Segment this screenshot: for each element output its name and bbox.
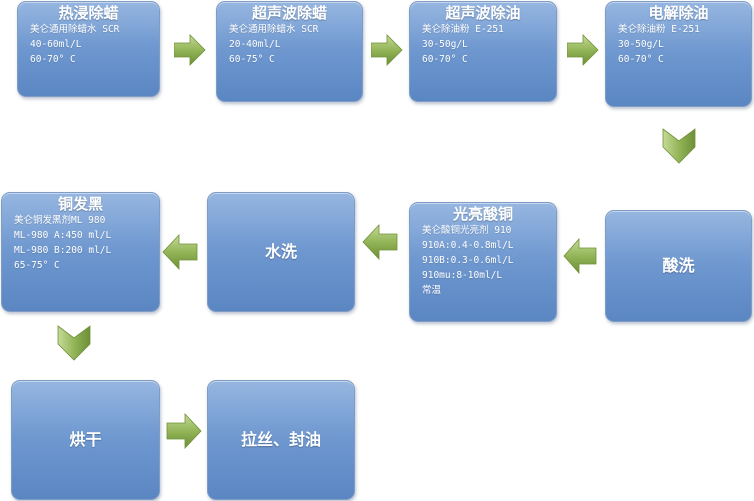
step-detail: ML-980 A:450 ml/L (14, 230, 112, 241)
arrow-down-icon (662, 128, 696, 164)
step-detail: 60-70° C (30, 54, 76, 65)
step-electrolytic-degrease: 电解除油 美仑除油粉 E-251 30-50g/L 60-70° C (605, 1, 752, 107)
step-brushing-sealing: 拉丝、封油 (207, 380, 355, 500)
step-detail: 60-75° C (229, 54, 275, 65)
step-ultrasonic-degrease: 超声波除油 美仑除油粉 E-251 30-50g/L 60-70° C (409, 1, 557, 102)
step-detail: 60-70° C (422, 54, 468, 65)
step-detail: 910A:0.4-0.8ml/L (422, 240, 514, 251)
step-detail: 美仑通用除蜡水 SCR (229, 24, 319, 35)
arrow-left-icon (362, 224, 398, 260)
step-water-rinse: 水洗 (207, 192, 355, 312)
step-detail: 910B:0.3-0.6ml/L (422, 255, 514, 266)
step-title: 酸洗 (662, 256, 695, 275)
step-title: 水洗 (264, 242, 297, 261)
step-acid-pickling: 酸洗 (605, 210, 752, 322)
step-title: 超声波除油 (445, 4, 521, 22)
arrow-right-icon (174, 34, 206, 66)
step-detail: 910mu:8-10ml/L (422, 270, 503, 281)
step-hot-dewax: 热浸除蜡 美仑通用除蜡水 SCR 40-60ml/L 60-70° C (17, 1, 160, 97)
step-ultrasonic-dewax: 超声波除蜡 美仑通用除蜡水 SCR 20-40ml/L 60-75° C (216, 1, 363, 102)
step-detail: ML-980 B:200 ml/L (14, 245, 112, 256)
step-detail: 30-50g/L (422, 39, 468, 50)
step-title: 烘干 (69, 430, 102, 449)
step-title: 铜发黑 (57, 195, 103, 213)
step-title: 拉丝、封油 (240, 430, 321, 449)
step-detail: 常温 (422, 285, 442, 296)
arrow-left-icon (162, 234, 198, 270)
step-detail: 60-70° C (618, 54, 664, 65)
step-title: 超声波除蜡 (251, 4, 327, 22)
step-detail: 美仑除油粉 E-251 (618, 24, 700, 35)
step-detail: 30-50g/L (618, 39, 664, 50)
step-copper-blackening: 铜发黑 美仑铜发黑剂ML 980 ML-980 A:450 ml/L ML-98… (1, 192, 160, 312)
step-detail: 40-60ml/L (30, 39, 82, 50)
arrow-right-icon (166, 413, 202, 449)
arrow-right-icon (371, 34, 403, 66)
step-title: 光亮酸铜 (452, 205, 513, 223)
step-detail: 美仑除油粉 E-251 (422, 24, 504, 35)
arrow-left-icon (563, 238, 597, 274)
arrow-down-icon (57, 325, 91, 361)
step-detail: 美仑酸铜光亮剂 910 (422, 225, 512, 236)
step-title: 热浸除蜡 (58, 4, 119, 22)
step-detail: 20-40ml/L (229, 39, 281, 50)
step-detail: 65-75° C (14, 260, 60, 271)
step-detail: 美仑铜发黑剂ML 980 (14, 215, 106, 226)
step-drying: 烘干 (11, 380, 160, 500)
step-detail: 美仑通用除蜡水 SCR (30, 24, 120, 35)
step-title: 电解除油 (648, 4, 709, 22)
step-bright-acid-copper: 光亮酸铜 美仑酸铜光亮剂 910 910A:0.4-0.8ml/L 910B:0… (409, 202, 557, 322)
arrow-right-icon (567, 34, 599, 66)
